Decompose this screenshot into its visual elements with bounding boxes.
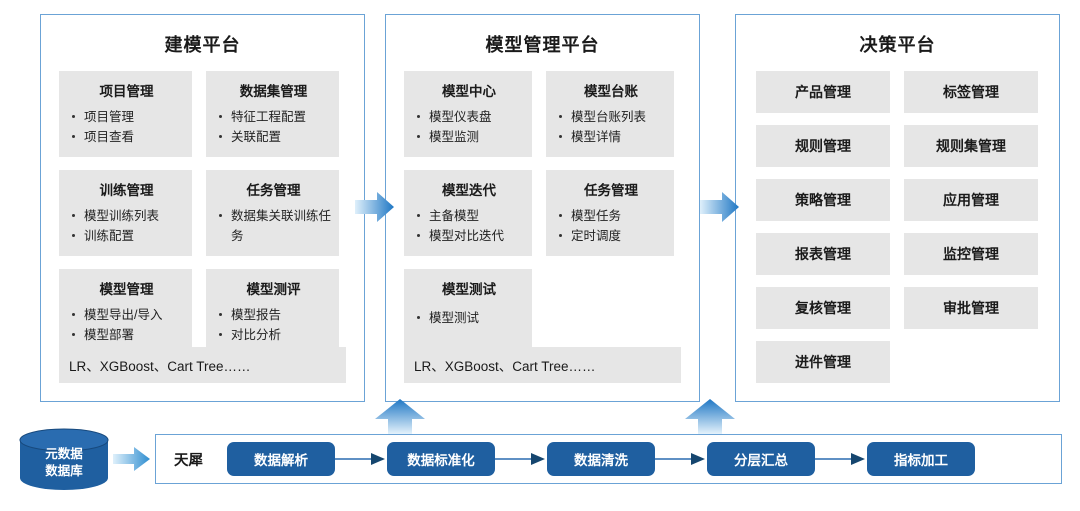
pipeline-platform-label: 天犀 [174, 452, 203, 469]
metadata-database-cylinder: 元数据 数据库 [18, 428, 110, 490]
list-item[interactable]: 模型测试 [414, 308, 524, 328]
list-item[interactable]: 模型报告 [216, 305, 331, 325]
arrow-right-icon [335, 453, 385, 465]
button-approval-management[interactable]: 审批管理 [904, 287, 1038, 329]
list-item[interactable]: 模型对比迭代 [414, 226, 524, 246]
list-item[interactable]: 模型部署 [69, 325, 184, 345]
card-title: 模型测评 [246, 282, 301, 297]
card-item-list: 模型报告 对比分析 [216, 305, 331, 346]
list-item[interactable]: 项目查看 [69, 127, 184, 147]
pipeline-step-data-cleaning[interactable]: 数据清洗 [547, 442, 655, 476]
modeling-card-grid: 项目管理 项目管理 项目查看 数据集管理 特征工程配置 关联配置 训练管理 模型… [41, 71, 364, 355]
card-title: 任务管理 [246, 183, 301, 198]
arrow-right-icon [700, 192, 739, 222]
button-report-management[interactable]: 报表管理 [756, 233, 890, 275]
card-item-list: 项目管理 项目查看 [69, 107, 184, 148]
button-application-management[interactable]: 应用管理 [904, 179, 1038, 221]
arrow-right-icon [495, 453, 545, 465]
card-item-list: 模型导出/导入 模型部署 [69, 305, 184, 346]
list-item[interactable]: 模型训练列表 [69, 206, 184, 226]
button-rule-management[interactable]: 规则管理 [756, 125, 890, 167]
card-title: 模型台账 [584, 84, 638, 99]
panel-title-modeling: 建模平台 [164, 35, 241, 55]
list-item[interactable]: 定时调度 [556, 226, 666, 246]
database-icon [19, 428, 109, 490]
data-pipeline-bar: 天犀 数据解析 数据标准化 数据清洗 分层汇总 指标加工 [155, 434, 1062, 484]
model-management-card-grid: 模型中心 模型仪表盘 模型监测 模型台账 模型台账列表 模型详情 模型迭代 主备… [386, 71, 699, 351]
list-item[interactable]: 对比分析 [216, 325, 331, 345]
card-model-center[interactable]: 模型中心 模型仪表盘 模型监测 [404, 71, 532, 157]
list-item[interactable]: 模型仪表盘 [414, 107, 524, 127]
card-item-list: 模型台账列表 模型详情 [556, 107, 666, 148]
arrow-right-icon [113, 447, 150, 471]
card-item-list: 模型测试 [414, 308, 524, 328]
card-project-management[interactable]: 项目管理 项目管理 项目查看 [59, 71, 192, 157]
card-model-management[interactable]: 模型管理 模型导出/导入 模型部署 [59, 269, 192, 355]
button-tag-management[interactable]: 标签管理 [904, 71, 1038, 113]
panel-model-management-platform: 模型管理平台 模型中心 模型仪表盘 模型监测 模型台账 模型台账列表 模型详情 … [385, 14, 700, 402]
list-item[interactable]: 模型详情 [556, 127, 666, 147]
panel-title-decision: 决策平台 [859, 35, 936, 55]
list-item[interactable]: 特征工程配置 [216, 107, 331, 127]
card-model-test[interactable]: 模型测试 模型测试 [404, 269, 532, 351]
list-item[interactable]: 关联配置 [216, 127, 331, 147]
card-training-management[interactable]: 训练管理 模型训练列表 训练配置 [59, 170, 192, 256]
list-item[interactable]: 主备模型 [414, 206, 524, 226]
card-item-list: 模型任务 定时调度 [556, 206, 666, 247]
button-review-management[interactable]: 复核管理 [756, 287, 890, 329]
arrow-right-icon [355, 192, 394, 222]
card-title: 数据集管理 [239, 84, 308, 99]
panel-modeling-platform: 建模平台 项目管理 项目管理 项目查看 数据集管理 特征工程配置 关联配置 训练… [40, 14, 365, 402]
card-title: 项目管理 [99, 84, 154, 99]
button-ruleset-management[interactable]: 规则集管理 [904, 125, 1038, 167]
list-item[interactable]: 训练配置 [69, 226, 184, 246]
pipeline-step-layered-aggregation[interactable]: 分层汇总 [707, 442, 815, 476]
list-item[interactable]: 模型台账列表 [556, 107, 666, 127]
card-dataset-management[interactable]: 数据集管理 特征工程配置 关联配置 [206, 71, 339, 157]
panel-title-model-management: 模型管理平台 [485, 35, 600, 55]
arrow-right-icon [815, 453, 865, 465]
decision-button-grid: 产品管理 标签管理 规则管理 规则集管理 策略管理 应用管理 报表管理 监控管理… [736, 71, 1059, 383]
card-title: 模型测试 [442, 282, 496, 297]
panel-decision-platform: 决策平台 产品管理 标签管理 规则管理 规则集管理 策略管理 应用管理 报表管理… [735, 14, 1060, 402]
card-title: 训练管理 [99, 183, 154, 198]
card-model-iteration[interactable]: 模型迭代 主备模型 模型对比迭代 [404, 170, 532, 256]
card-item-list: 特征工程配置 关联配置 [216, 107, 331, 148]
pipeline-step-data-parsing[interactable]: 数据解析 [227, 442, 335, 476]
button-monitoring-management[interactable]: 监控管理 [904, 233, 1038, 275]
card-title: 模型迭代 [442, 183, 496, 198]
card-title: 模型中心 [442, 84, 496, 99]
list-item[interactable]: 项目管理 [69, 107, 184, 127]
algorithms-strip-modeling: LR、XGBoost、Cart Tree…… [59, 347, 346, 383]
algorithms-strip-model-management: LR、XGBoost、Cart Tree…… [404, 347, 681, 383]
arrow-up-icon [375, 399, 425, 435]
button-strategy-management[interactable]: 策略管理 [756, 179, 890, 221]
card-item-list: 模型训练列表 训练配置 [69, 206, 184, 247]
pipeline-step-indicator-processing[interactable]: 指标加工 [867, 442, 975, 476]
list-item[interactable]: 模型任务 [556, 206, 666, 226]
pipeline-step-data-standardization[interactable]: 数据标准化 [387, 442, 495, 476]
button-intake-management[interactable]: 进件管理 [756, 341, 890, 383]
arrow-up-icon [685, 399, 735, 435]
card-model-ledger[interactable]: 模型台账 模型台账列表 模型详情 [546, 71, 674, 157]
card-item-list: 模型仪表盘 模型监测 [414, 107, 524, 148]
arrow-right-icon [655, 453, 705, 465]
list-item[interactable]: 数据集关联训练任务 [216, 206, 331, 247]
list-item[interactable]: 模型监测 [414, 127, 524, 147]
card-title: 模型管理 [99, 282, 154, 297]
card-task-management[interactable]: 任务管理 模型任务 定时调度 [546, 170, 674, 256]
button-product-management[interactable]: 产品管理 [756, 71, 890, 113]
card-item-list: 数据集关联训练任务 [216, 206, 331, 247]
card-model-evaluation[interactable]: 模型测评 模型报告 对比分析 [206, 269, 339, 355]
list-item[interactable]: 模型导出/导入 [69, 305, 184, 325]
card-task-management[interactable]: 任务管理 数据集关联训练任务 [206, 170, 339, 256]
card-item-list: 主备模型 模型对比迭代 [414, 206, 524, 247]
card-title: 任务管理 [584, 183, 638, 198]
